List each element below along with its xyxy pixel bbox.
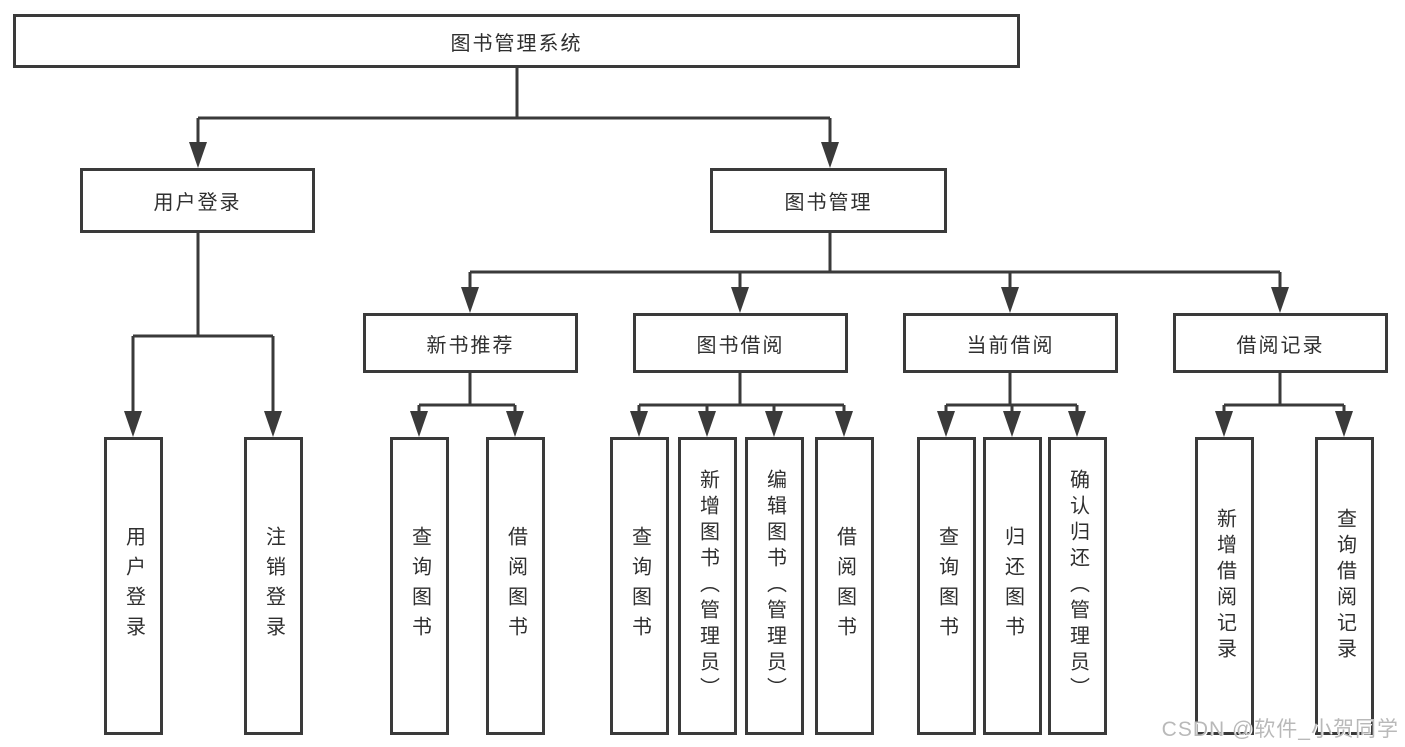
leaf-borrow-books-recommend: 借阅图书 bbox=[486, 437, 545, 735]
leaf-query-books-current: 查询图书 bbox=[917, 437, 976, 735]
leaf-logout: 注销登录 bbox=[244, 437, 303, 735]
leaf-query-books-borrow: 查询图书 bbox=[610, 437, 669, 735]
node-user-login: 用户登录 bbox=[80, 168, 315, 233]
leaf-query-borrow-record: 查询借阅记录 bbox=[1315, 437, 1374, 735]
leaf-edit-books-admin: 编辑图书（管理员） bbox=[745, 437, 804, 735]
node-book-management: 图书管理 bbox=[710, 168, 947, 233]
leaf-confirm-return-admin: 确认归还（管理员） bbox=[1048, 437, 1107, 735]
node-borrow-records: 借阅记录 bbox=[1173, 313, 1388, 373]
leaf-borrow-books: 借阅图书 bbox=[815, 437, 874, 735]
leaf-query-books-recommend: 查询图书 bbox=[390, 437, 449, 735]
node-root-system: 图书管理系统 bbox=[13, 14, 1020, 68]
leaf-user-login: 用户登录 bbox=[104, 437, 163, 735]
leaf-return-books: 归还图书 bbox=[983, 437, 1042, 735]
csdn-watermark: CSDN @软件_小贺同学 bbox=[1161, 718, 1399, 741]
leaf-add-borrow-record: 新增借阅记录 bbox=[1195, 437, 1254, 735]
arrowheads bbox=[124, 142, 1353, 437]
node-book-borrow: 图书借阅 bbox=[633, 313, 848, 373]
leaf-add-books-admin: 新增图书（管理员） bbox=[678, 437, 737, 735]
node-new-book-recommend: 新书推荐 bbox=[363, 313, 578, 373]
node-current-borrow: 当前借阅 bbox=[903, 313, 1118, 373]
